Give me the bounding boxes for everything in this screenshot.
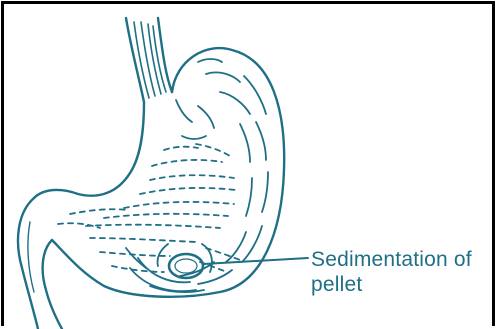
figure-frame (1, 1, 495, 326)
